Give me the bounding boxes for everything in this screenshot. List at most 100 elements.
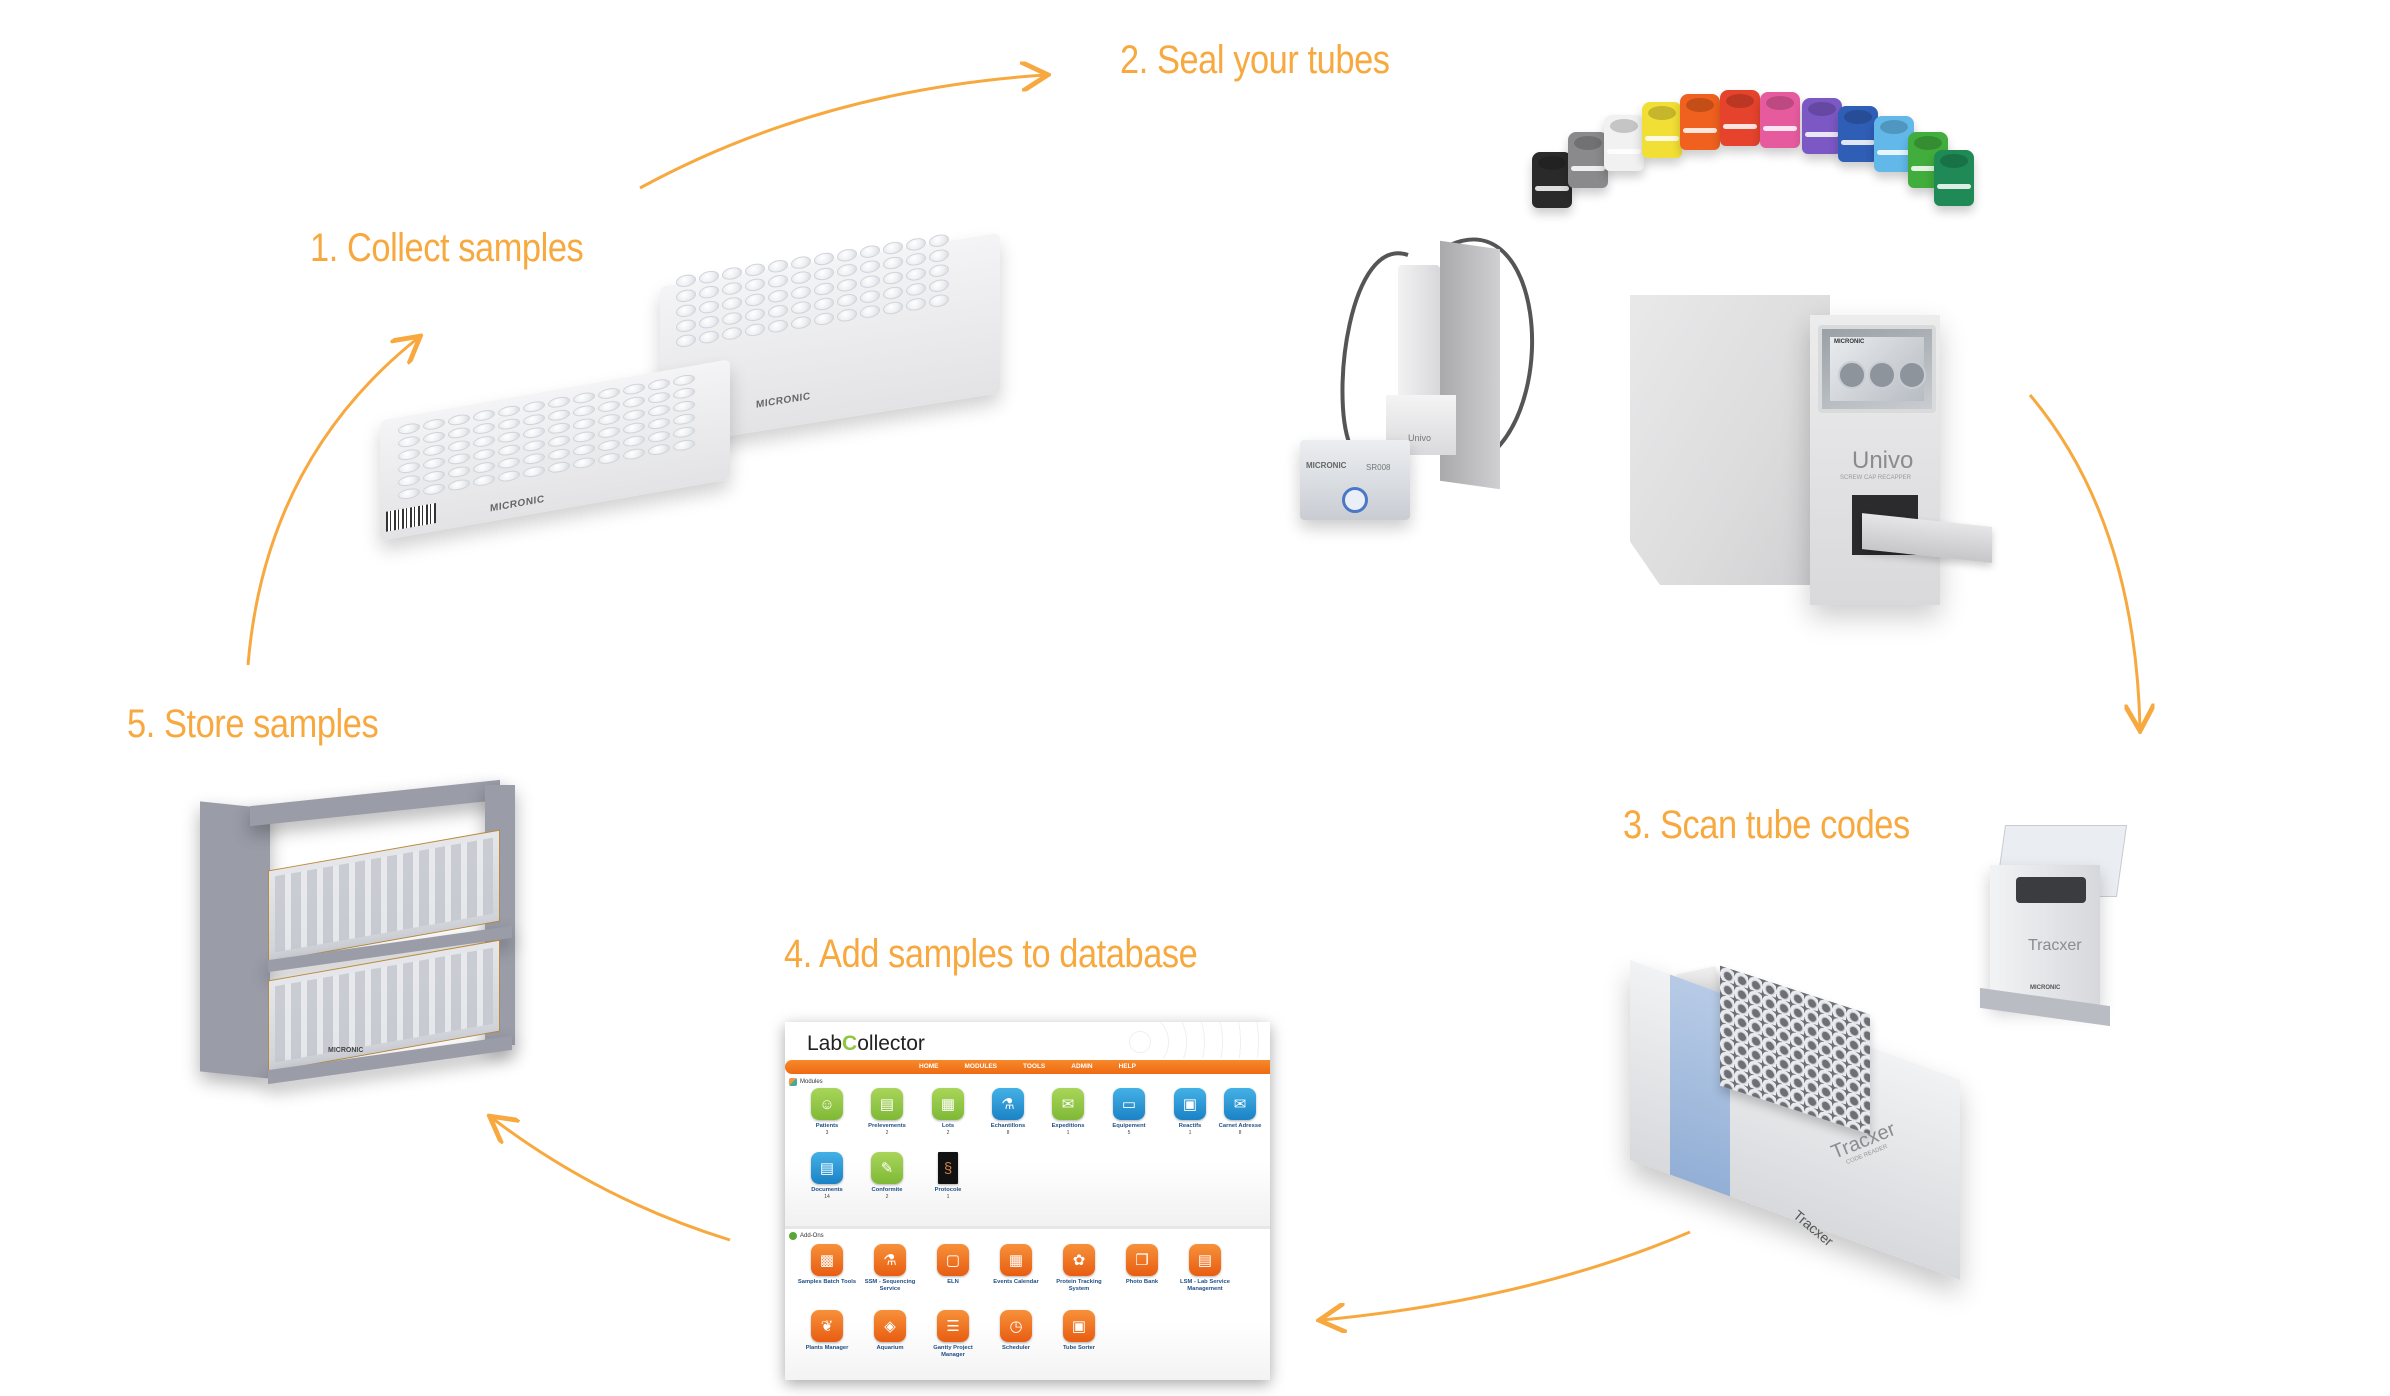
univo-touchscreen: MICRONIC <box>1818 325 1936 413</box>
document-icon: ▤ <box>871 1088 903 1120</box>
addon-photo-bank[interactable]: ❐Photo Bank <box>1112 1244 1172 1286</box>
cap-gray <box>1568 132 1608 188</box>
cap-white <box>1604 115 1644 171</box>
rack-brand-label: MICRONIC <box>756 391 811 411</box>
fish-icon: ◈ <box>874 1310 906 1342</box>
cap-red <box>1720 90 1760 146</box>
step-4-label: 4. Add samples to database <box>784 932 1198 976</box>
addon-tube-sorter[interactable]: ▣Tube Sorter <box>1049 1310 1109 1352</box>
addon-events-calendar[interactable]: ▦Events Calendar <box>986 1244 1046 1286</box>
addon-protein-tracking[interactable]: ✿Protein Tracking System <box>1049 1244 1109 1293</box>
document-icon: ▤ <box>811 1152 843 1184</box>
rack-brand-label: MICRONIC <box>490 493 545 515</box>
addon-lsm-lab-service[interactable]: ▤LSM - Lab Service Management <box>1175 1244 1235 1293</box>
grid-icon: ▦ <box>932 1088 964 1120</box>
recapper-power-button <box>1342 487 1368 513</box>
cap-orange <box>1680 94 1720 150</box>
nav-modules[interactable]: MODULES <box>964 1063 998 1070</box>
addon-eln[interactable]: ▢ELN <box>923 1244 983 1286</box>
step-3-label: 3. Scan tube codes <box>1623 803 1910 847</box>
recapper-brand: MICRONIC <box>1306 461 1347 470</box>
addon-samples-batch-tools[interactable]: ▩Samples Batch Tools <box>797 1244 857 1286</box>
lab-service-icon: ▤ <box>1189 1244 1221 1276</box>
tube-icon: ⚗ <box>992 1088 1024 1120</box>
addons-icon <box>789 1232 797 1240</box>
step-1-tube-racks: MICRONIC MICRONIC <box>370 233 1020 541</box>
step-5-label: 5. Store samples <box>127 702 379 746</box>
scheduler-icon: ◷ <box>1000 1310 1032 1342</box>
step-3-tracxer-rack-reader: Tracxer CODE READER Tracxer <box>1620 930 2000 1281</box>
univo-screen-button <box>1868 361 1896 389</box>
addon-ssm-sequencing[interactable]: ⚗SSM - Sequencing Service <box>860 1244 920 1293</box>
univo-subtitle: SCREW CAP RECAPPER <box>1840 475 1911 481</box>
person-icon: ☺ <box>811 1088 843 1120</box>
storage-brand: MICRONIC <box>328 1047 364 1054</box>
addon-scheduler[interactable]: ◷Scheduler <box>986 1310 1046 1352</box>
nav-home[interactable]: HOME <box>919 1063 939 1070</box>
cap-light-blue <box>1874 116 1914 172</box>
rack-flat: MICRONIC <box>380 359 730 541</box>
univo-screen-button <box>1838 361 1866 389</box>
addons-section-title: Add-Ons <box>789 1232 824 1240</box>
arrow-1-to-2 <box>639 75 1045 190</box>
recapper-cable <box>1340 237 1535 457</box>
addon-aquarium[interactable]: ◈Aquarium <box>860 1310 920 1352</box>
labcollector-nav: HOME MODULES TOOLS ADMIN HELP <box>785 1060 1270 1074</box>
header-pattern <box>1120 1022 1270 1058</box>
rack-barcode <box>386 502 436 532</box>
gantt-icon: ☰ <box>937 1310 969 1342</box>
envelope-icon: ✉ <box>1224 1088 1256 1120</box>
step-2-univo-recapper: MICRONIC Univo SCREW CAP RECAPPER <box>1630 295 2030 615</box>
nav-admin[interactable]: ADMIN <box>1071 1063 1093 1070</box>
labcollector-logo: LabCollector <box>807 1032 925 1055</box>
tracxer-single-window <box>2016 877 2086 903</box>
monitor-icon: ▭ <box>1113 1088 1145 1120</box>
cap-blue <box>1838 106 1878 162</box>
arrow-4-to-5 <box>492 1118 731 1242</box>
cap-dark-green <box>1934 150 1974 206</box>
bottles-icon: ▣ <box>1174 1088 1206 1120</box>
tracxer-single-brand: MICRONIC <box>2030 985 2061 991</box>
cap-pink <box>1760 92 1800 148</box>
modules-icon <box>789 1078 797 1086</box>
addon-gantty-project-manager[interactable]: ☰Gantty Project Manager <box>923 1310 983 1359</box>
cap-purple <box>1802 98 1842 154</box>
cap-black <box>1532 152 1572 208</box>
leaf-icon: ❦ <box>811 1310 843 1342</box>
tracxer-single-logo: Tracxer <box>2028 937 2082 954</box>
batch-icon: ▩ <box>811 1244 843 1276</box>
univo-screen-brand: MICRONIC <box>1834 339 1865 345</box>
step-5-storage-rack: MICRONIC <box>200 779 530 1090</box>
recapper-model: SR008 <box>1366 463 1391 472</box>
univo-body <box>1630 295 1830 585</box>
sequencing-icon: ⚗ <box>874 1244 906 1276</box>
nav-help[interactable]: HELP <box>1118 1063 1136 1070</box>
univo-screen-button <box>1898 361 1926 389</box>
labcollector-window: LabCollector HOME MODULES TOOLS ADMIN HE… <box>785 1022 1270 1380</box>
notebook-icon: ▢ <box>937 1244 969 1276</box>
univo-logo: Univo <box>1852 447 1914 474</box>
nav-tools[interactable]: TOOLS <box>1023 1063 1046 1070</box>
calendar-icon: ▦ <box>1000 1244 1032 1276</box>
tube-sorter-icon: ▣ <box>1063 1310 1095 1342</box>
step-2-label: 2. Seal your tubes <box>1120 38 1390 82</box>
modules-section-title: Modules <box>789 1078 823 1086</box>
dna-icon: § <box>938 1152 958 1184</box>
photos-icon: ❐ <box>1126 1244 1158 1276</box>
tube-pencil-icon: ✎ <box>871 1152 903 1184</box>
envelope-icon: ✉ <box>1052 1088 1084 1120</box>
step-2-colored-caps <box>1530 90 2010 230</box>
step-2-handheld-recapper: MICRONIC SR008 Univo <box>1290 215 1600 545</box>
addon-plants-manager[interactable]: ❦Plants Manager <box>797 1310 857 1352</box>
